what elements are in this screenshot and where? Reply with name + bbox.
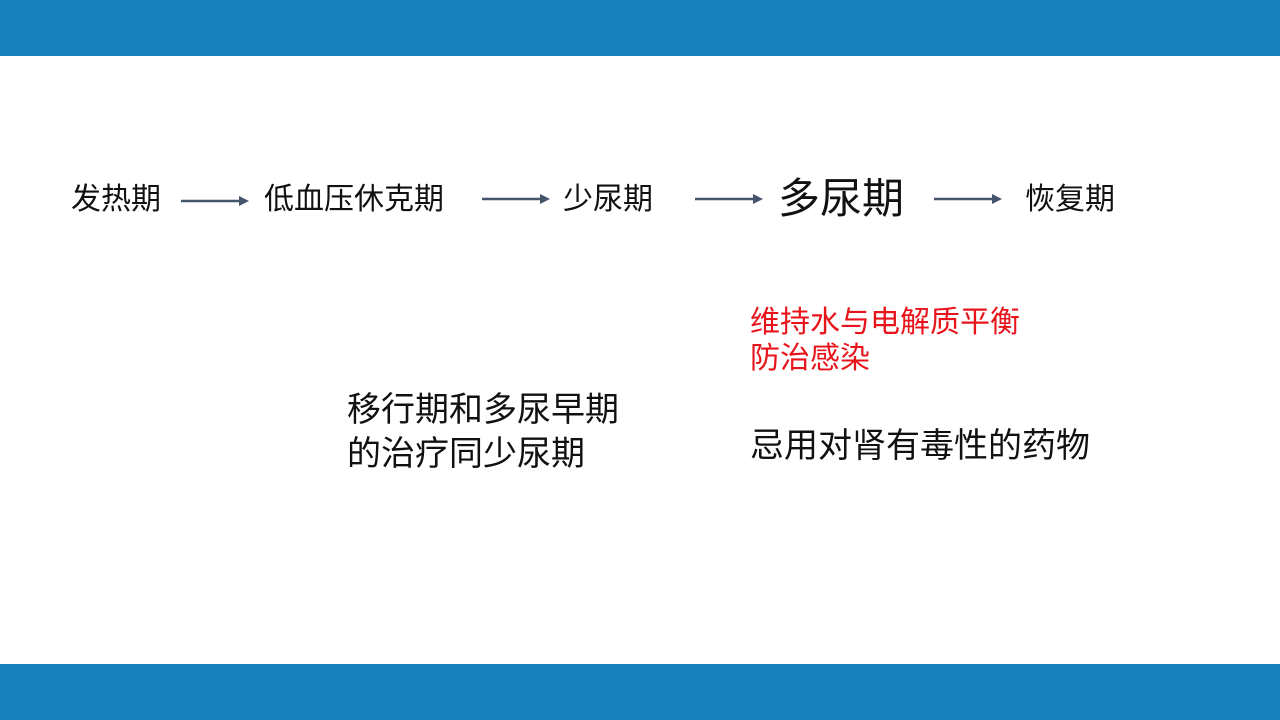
caution-note: 忌用对肾有毒性的药物	[750, 424, 1090, 468]
arrow-icon	[482, 192, 550, 206]
caution-line: 忌用对肾有毒性的药物	[750, 426, 1090, 466]
stage-polyuric-highlighted: 多尿期	[778, 174, 905, 223]
arrow-icon	[181, 194, 249, 208]
arrow-icon	[934, 192, 1002, 206]
transition-notes: 移行期和多尿早期 的治疗同少尿期	[347, 388, 619, 476]
arrow-icon	[695, 192, 763, 206]
transition-line-2: 的治疗同少尿期	[347, 434, 585, 474]
transition-line-1: 移行期和多尿早期	[347, 390, 619, 430]
header-bar	[0, 0, 1280, 56]
treatment-line-infection: 防治感染	[750, 341, 870, 376]
stage-fever: 发热期	[71, 182, 161, 217]
footer-bar	[0, 664, 1280, 720]
stage-hypotensive-shock: 低血压休克期	[264, 182, 444, 217]
treatment-notes: 维持水与电解质平衡 防治感染	[750, 305, 1020, 377]
treatment-line-balance: 维持水与电解质平衡	[750, 305, 1020, 340]
stage-oliguric: 少尿期	[563, 182, 653, 217]
stage-recovery: 恢复期	[1025, 182, 1115, 217]
